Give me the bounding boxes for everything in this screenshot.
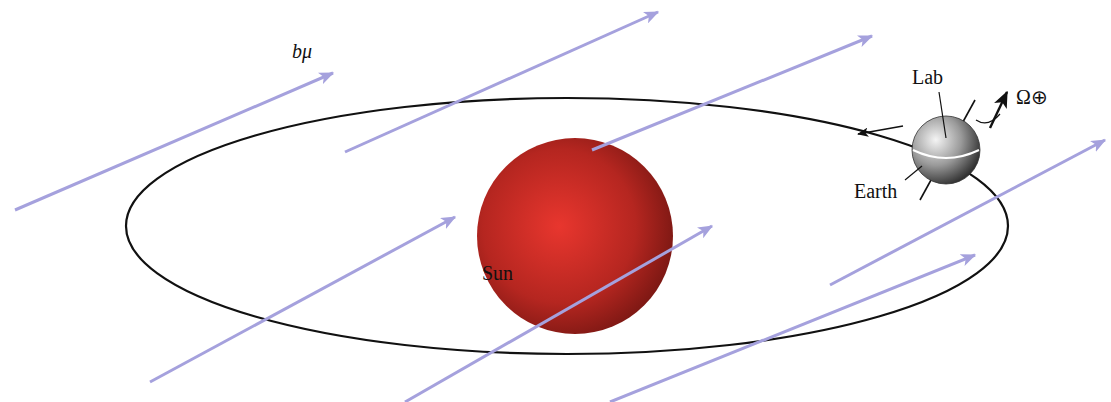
sun-label: Sun xyxy=(482,262,513,284)
earth-sphere xyxy=(912,116,980,184)
rotation-label: Ω⊕ xyxy=(1016,86,1048,108)
rotation-vector xyxy=(990,92,1007,128)
earth-label: Earth xyxy=(854,180,897,202)
field-label: bμ xyxy=(292,40,312,62)
lab-leader xyxy=(939,92,946,138)
earth-leader xyxy=(905,166,922,180)
orbit-ellipse xyxy=(126,98,1008,354)
rotation-curl xyxy=(976,114,1000,123)
field-arrows xyxy=(15,12,1105,402)
orbit-direction-arrow xyxy=(858,126,903,134)
earth-equator xyxy=(913,150,979,158)
lab-label: Lab xyxy=(912,66,943,88)
